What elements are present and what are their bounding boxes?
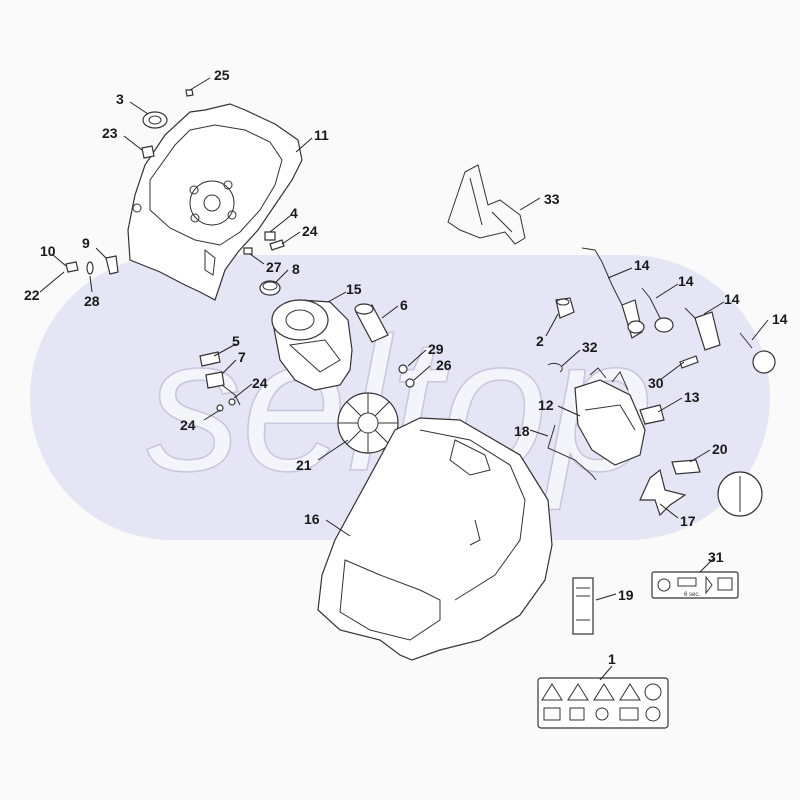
part-24-screw-left: [216, 404, 224, 412]
label-31: 31: [708, 549, 724, 565]
label-20: 20: [712, 441, 728, 457]
part-21-fan: [337, 392, 399, 454]
label-33: 33: [544, 191, 560, 207]
part-2-knob: [555, 297, 575, 319]
label-14-b: 14: [678, 273, 694, 289]
safety-logo-sticker: [717, 471, 763, 517]
label-11: 11: [314, 127, 329, 143]
label-4: 4: [290, 205, 298, 221]
part-15-motor: [271, 299, 353, 391]
label-22: 22: [24, 287, 40, 303]
label-3: 3: [116, 91, 124, 107]
part-28-washer: [86, 261, 94, 275]
part-30-pin: [679, 355, 699, 369]
label-12: 12: [538, 397, 554, 413]
label-28: 28: [84, 293, 100, 309]
part-23-clip: [141, 145, 155, 159]
part-labels: 25 3 23 11 4 24 10 9 27 8 22 28 15 6 5 7…: [24, 67, 788, 667]
label-5: 5: [232, 333, 240, 349]
part-19-label: [572, 577, 594, 635]
label-27: 27: [266, 259, 282, 275]
label-16: 16: [304, 511, 320, 527]
part-24-screw-top: [269, 239, 285, 251]
part-8-bushing: [259, 280, 281, 296]
label-25: 25: [214, 67, 230, 83]
label-15: 15: [346, 281, 362, 297]
label-8: 8: [292, 261, 300, 277]
label-17: 17: [680, 513, 696, 529]
label-24-mid: 24: [252, 375, 268, 391]
part-6-capacitor: [354, 303, 389, 343]
label-14-a: 14: [634, 257, 650, 273]
label-13: 13: [684, 389, 700, 405]
part-4-clip: [264, 231, 276, 241]
label-7: 7: [238, 349, 246, 365]
label-6: 6: [400, 297, 408, 313]
label-24-top: 24: [302, 223, 318, 239]
part-32-circlip: [547, 362, 563, 373]
part-1-warning-sticker: [537, 677, 669, 729]
part-27-screw: [243, 247, 253, 255]
label-18: 18: [514, 423, 530, 439]
label-10: 10: [40, 243, 56, 259]
part-18-rod: [547, 424, 597, 481]
part-17-impeller: [639, 468, 687, 517]
part-20-plate: [671, 459, 701, 475]
label-30: 30: [648, 375, 664, 391]
label-29: 29: [428, 341, 444, 357]
part-13-cover: [639, 404, 665, 425]
label-23: 23: [102, 125, 118, 141]
part-3-seal-ring: [142, 111, 168, 129]
sticker-31-time: 6 sec.: [684, 592, 700, 598]
label-24-bottom: 24: [180, 417, 196, 433]
label-2: 2: [536, 333, 544, 349]
part-29-nut: [398, 364, 408, 374]
part-14-cable-d: [739, 332, 776, 374]
label-14-c: 14: [724, 291, 740, 307]
part-9-bracket: [105, 255, 119, 275]
part-12-switch-box: [574, 367, 646, 466]
label-14-d: 14: [772, 311, 788, 327]
part-33-handle: [447, 164, 526, 245]
part-14-cable-c: [684, 307, 721, 351]
part-11-cover-plate: [127, 103, 303, 301]
part-31-sticker: 6 sec.: [651, 571, 739, 599]
part-25-screw: [185, 89, 194, 97]
label-9: 9: [82, 235, 90, 251]
label-32: 32: [582, 339, 598, 355]
part-24-screw-left2: [228, 398, 236, 406]
label-1: 1: [608, 651, 616, 667]
part-26-nut: [405, 378, 415, 388]
part-14-cable-b: [641, 287, 674, 333]
part-16-housing: [317, 417, 553, 661]
part-10-screw: [65, 261, 79, 273]
label-21: 21: [296, 457, 312, 473]
label-19: 19: [618, 587, 634, 603]
part-7-switch: [205, 371, 241, 406]
leader-lines: [39, 77, 769, 681]
part-14-cable-a: [581, 247, 645, 339]
label-26: 26: [436, 357, 452, 373]
